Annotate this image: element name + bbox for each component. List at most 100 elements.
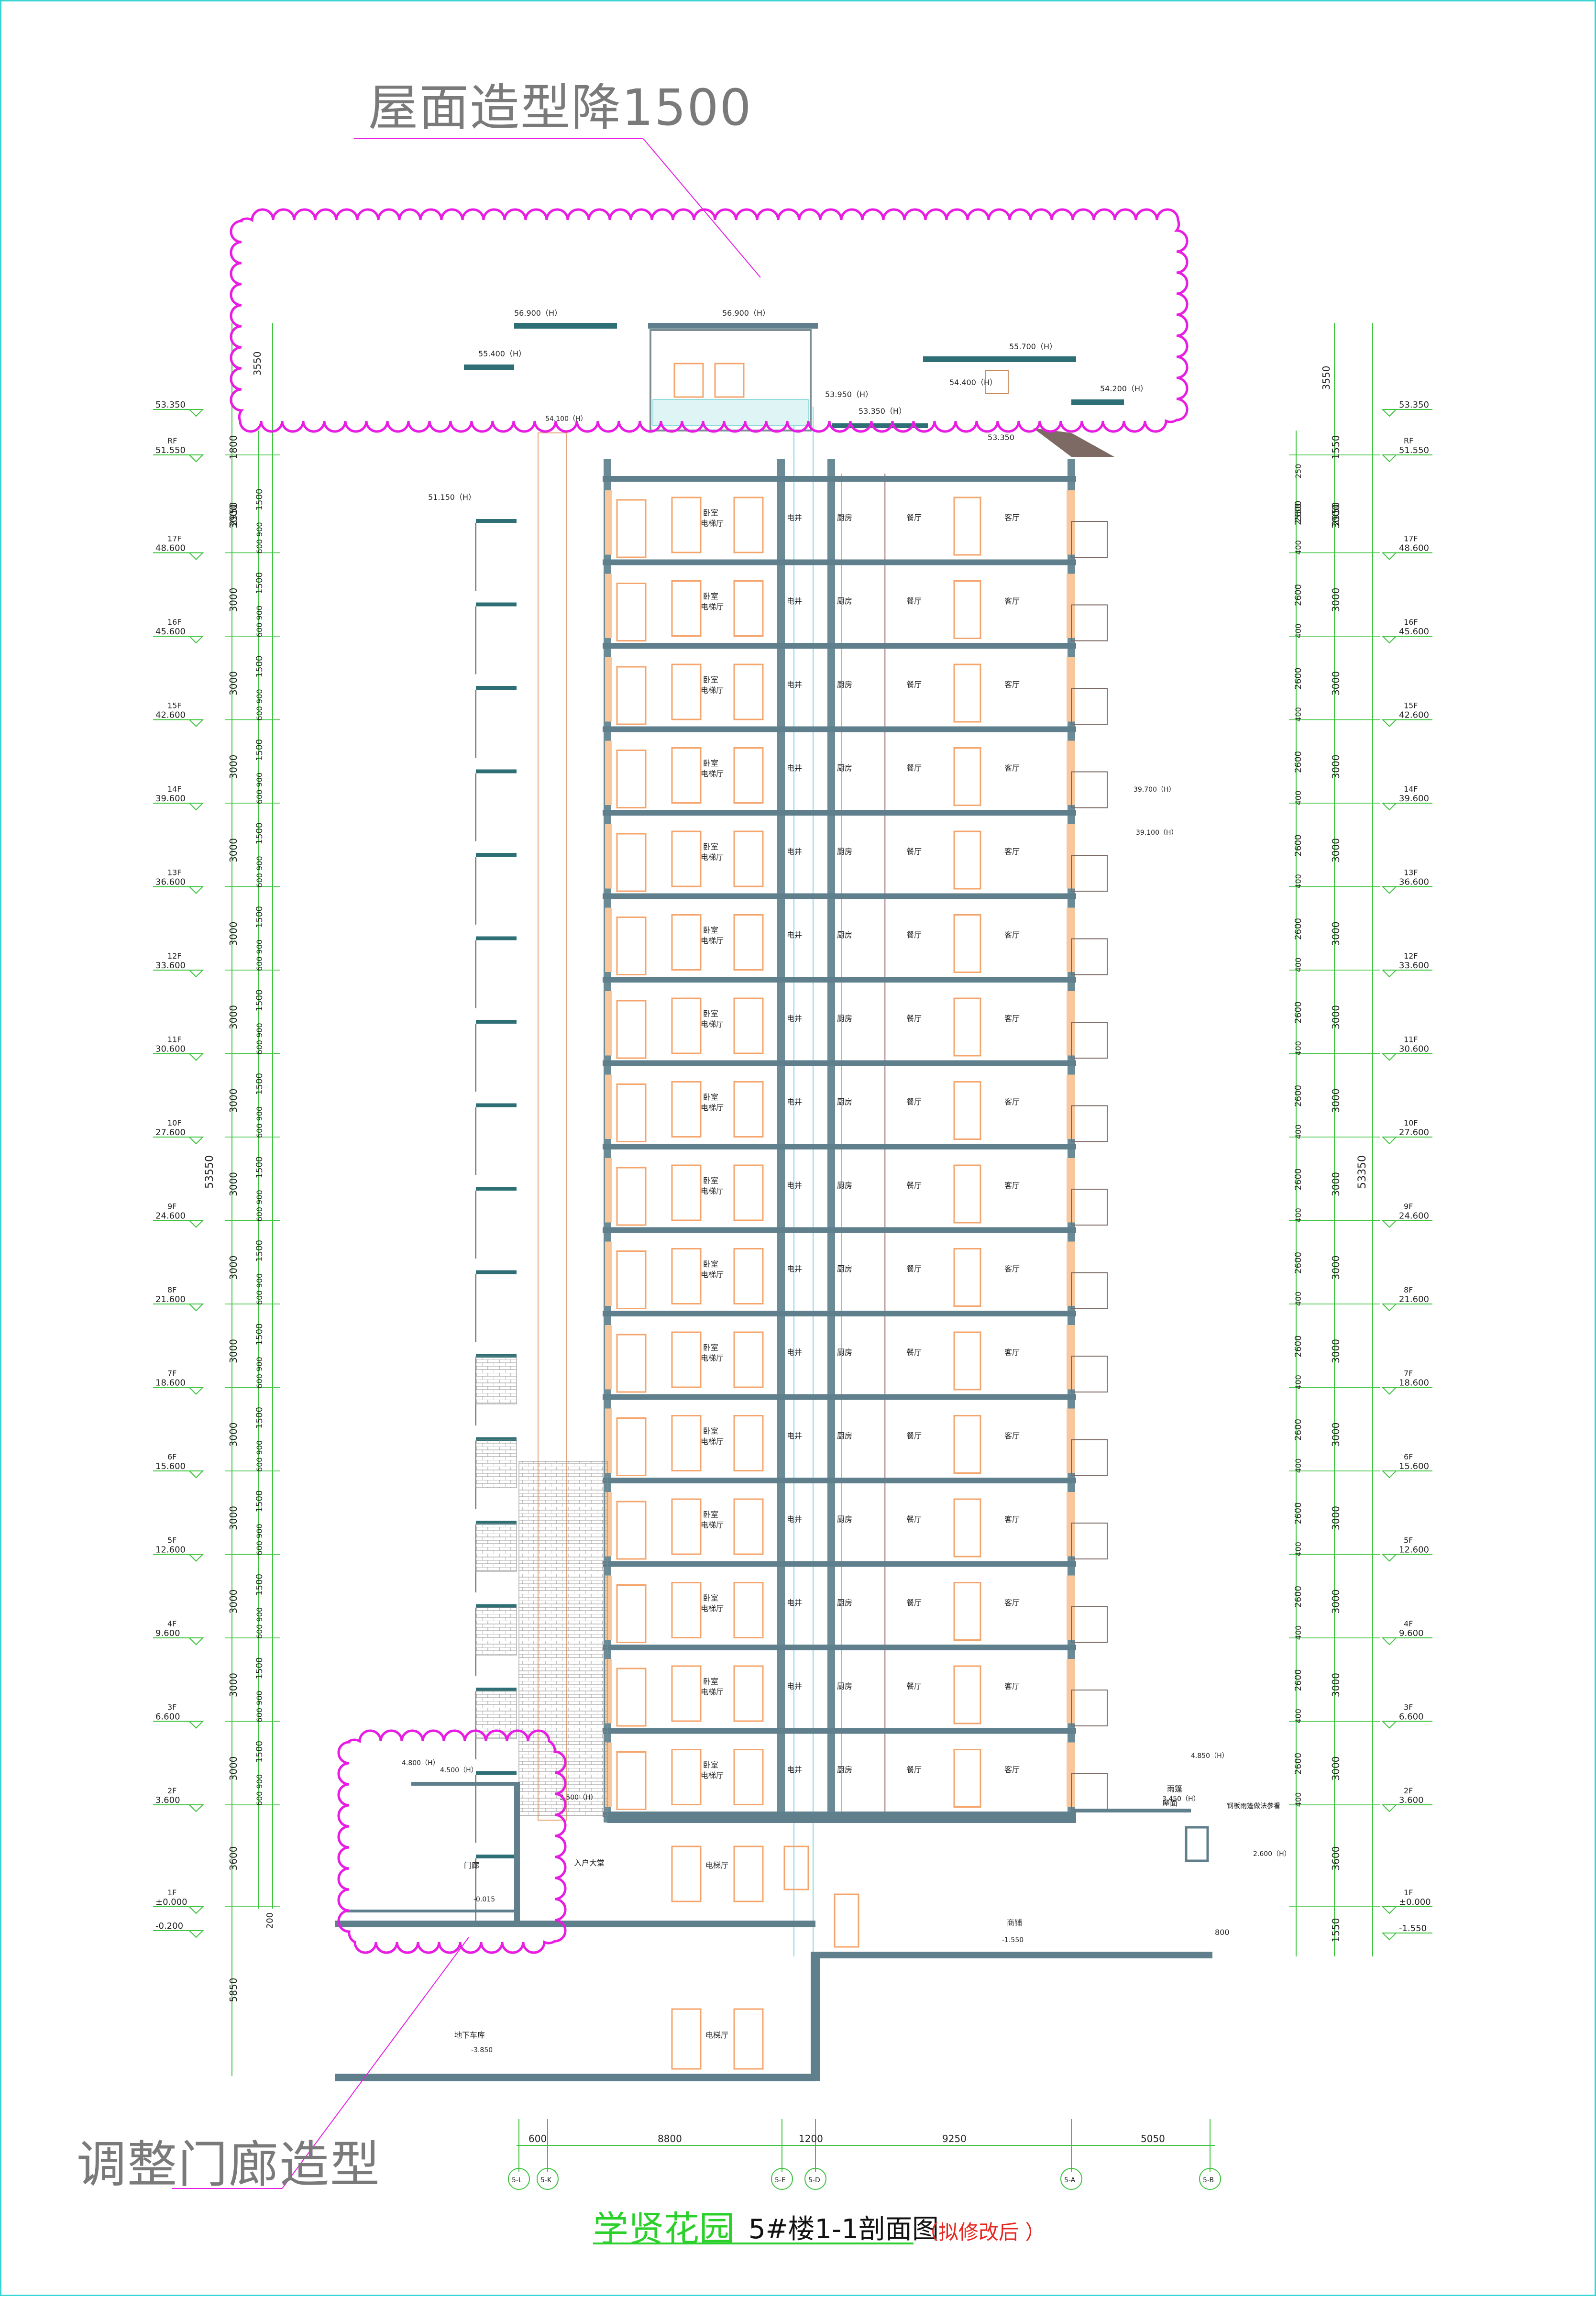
room-bedroom: 卧室 xyxy=(703,1677,718,1686)
balcony-slab-left xyxy=(476,1855,517,1858)
room-dining: 餐厅 xyxy=(906,1681,922,1690)
room-dining: 餐厅 xyxy=(906,597,922,606)
room-living: 客厅 xyxy=(1004,1431,1020,1440)
room-kitchen: 厨房 xyxy=(837,1514,852,1524)
room-living: 客厅 xyxy=(1004,1681,1020,1690)
title-status: （拟修改后 ） xyxy=(918,2221,1046,2244)
level-floor-label: 3F xyxy=(1404,1703,1413,1712)
dim-sill-left: 600 900 xyxy=(255,1607,264,1639)
room-dining: 餐厅 xyxy=(906,1514,922,1524)
shop-door xyxy=(834,1893,859,1948)
dim-sill-left: 600 900 xyxy=(255,1190,264,1221)
floor-slab xyxy=(603,810,1076,816)
facade-window xyxy=(605,907,612,972)
window-bedroom xyxy=(616,583,647,641)
room-dining: 餐厅 xyxy=(906,513,922,522)
door-living xyxy=(953,663,981,723)
window-bedroom xyxy=(616,1000,647,1059)
room-elevator-hall: 电梯厅 xyxy=(701,1687,724,1696)
axis-label: 5-K xyxy=(540,2176,552,2184)
room-kitchen: 厨房 xyxy=(837,1097,852,1106)
dim-inner-right: 2600 xyxy=(1293,1753,1303,1775)
dim-floor-left: 3000 xyxy=(228,755,239,779)
room-elevator-hall: 电梯厅 xyxy=(701,685,724,695)
door-hall xyxy=(733,1331,764,1388)
balcony-rail xyxy=(1071,855,1108,892)
room-bedroom: 卧室 xyxy=(703,926,718,935)
level-elevation: 30.600 xyxy=(155,1044,186,1054)
level-elevation: 36.600 xyxy=(1399,877,1429,887)
door-hall xyxy=(733,1164,764,1221)
dim-floor-left: 3000 xyxy=(228,1423,239,1447)
dim-inner-right: 2600 xyxy=(1293,751,1303,773)
level-elevation: 21.600 xyxy=(1399,1294,1429,1304)
door-hall xyxy=(733,1248,764,1304)
dim-floor-right: 3000 xyxy=(1330,504,1342,529)
level-elevation: 30.600 xyxy=(1399,1044,1429,1054)
floor-slab xyxy=(603,1478,1076,1483)
misc-level-c1: 4.800（H） xyxy=(402,1759,440,1767)
room-elevator-hall: 电梯厅 xyxy=(701,852,724,862)
level-elevation: 24.600 xyxy=(1399,1211,1429,1221)
dim-window-left: 1500 xyxy=(254,572,264,594)
roof-level-a: 56.900（H） xyxy=(514,309,562,318)
roof-level-j: 51.150（H） xyxy=(428,493,476,502)
floor-slab xyxy=(603,893,1076,899)
room-dining: 餐厅 xyxy=(906,1097,922,1106)
misc-level-c2: 4.500（H） xyxy=(440,1767,478,1774)
level-elevation: 53.350 xyxy=(1399,400,1429,410)
dim-floor-right: 3000 xyxy=(1330,1506,1342,1530)
dim-1f-right: 3600 xyxy=(1330,1846,1342,1871)
misc-level-g1: -3.850 xyxy=(471,2046,493,2054)
dim-sill-left: 600 900 xyxy=(255,773,264,804)
dim-floor-right: 3000 xyxy=(1330,1089,1342,1113)
door-hall xyxy=(733,1749,764,1805)
door-living xyxy=(953,1415,981,1474)
balcony-slab-left xyxy=(476,1521,517,1525)
dim-roof-right: 3550 xyxy=(1321,366,1332,390)
level-floor-label: 6F xyxy=(167,1452,176,1461)
floor-slab xyxy=(603,1227,1076,1233)
roof-level-d: 55.700（H） xyxy=(1009,342,1057,351)
room-kitchen: 厨房 xyxy=(837,1348,852,1357)
axis-dimension: 600 xyxy=(528,2133,547,2144)
room-elevator-hall: 电梯厅 xyxy=(701,1771,724,1780)
level-elevation: 33.600 xyxy=(155,961,186,971)
misc-level-c6: 2.600（H） xyxy=(1253,1850,1291,1858)
door-hall xyxy=(733,1498,764,1555)
level-floor-label: 9F xyxy=(1404,1202,1413,1211)
room-kitchen: 厨房 xyxy=(837,1681,852,1690)
room-living: 客厅 xyxy=(1004,680,1020,689)
axis-dimension: 5050 xyxy=(1141,2133,1165,2144)
door-bedroom xyxy=(671,747,702,804)
room-kitchen: 厨房 xyxy=(837,597,852,606)
roof-level-g: 53.950（H） xyxy=(825,390,873,399)
room-kitchen: 厨房 xyxy=(837,1598,852,1607)
misc-note-right: 钢板雨篷做法参看 xyxy=(1227,1802,1280,1810)
dim-floor-right: 3000 xyxy=(1330,838,1342,862)
door-bedroom xyxy=(671,1749,702,1805)
dim-floor-left: 3000 xyxy=(228,1757,239,1781)
balcony-slab-left xyxy=(476,936,517,940)
room-shaft: 电井 xyxy=(787,1014,802,1023)
roof-canopy xyxy=(1033,428,1114,457)
door-bedroom xyxy=(671,1665,702,1722)
level-elevation: 24.600 xyxy=(155,1211,186,1221)
misc-level-r2: 39.100（H） xyxy=(1136,829,1178,837)
balcony-rail xyxy=(1071,1189,1108,1226)
dim-floor-right: 3000 xyxy=(1330,588,1342,612)
door-bedroom xyxy=(671,580,702,637)
axis-label: 5-B xyxy=(1203,2176,1214,2184)
room-shaft: 电井 xyxy=(787,1264,802,1273)
level-elevation: 51.550 xyxy=(155,445,186,455)
level-floor-label: 15F xyxy=(167,701,182,710)
garage-door xyxy=(671,2008,702,2070)
facade-window xyxy=(605,1325,612,1390)
dim-inner-right: 2600 xyxy=(1293,1669,1303,1691)
facade-window xyxy=(605,991,612,1056)
lobby-door xyxy=(671,1845,702,1902)
title-drawing: 5#楼1-1剖面图 xyxy=(748,2214,939,2245)
level-floor-label: 5F xyxy=(167,1536,176,1545)
floor-slab xyxy=(603,1645,1076,1650)
